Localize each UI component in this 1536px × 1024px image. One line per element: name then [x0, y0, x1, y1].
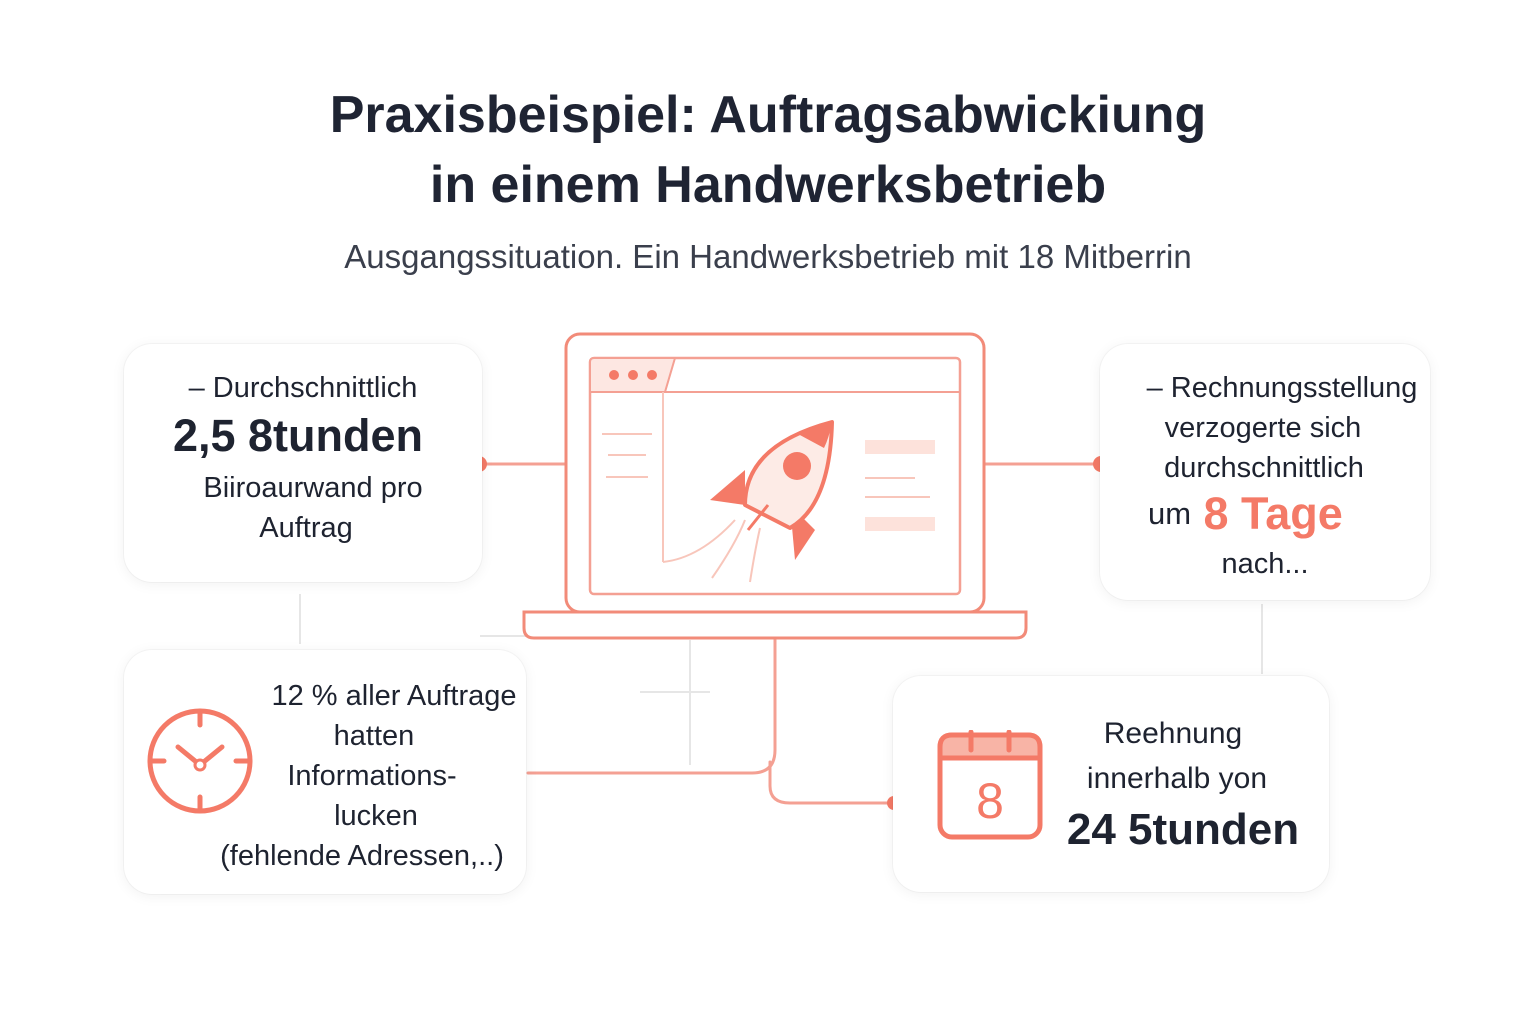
stat-card-information-gaps: 12 % aller Auftrage hatten Informations-… — [124, 650, 526, 894]
card-highlight-row: um 8 Tage — [1148, 488, 1343, 540]
card-text: durchschnittlich — [1164, 452, 1364, 484]
page-title: Praxisbeispiel: Auftragsabwickiung in ei… — [0, 80, 1536, 220]
card-highlight: 2,5 8tunden — [172, 410, 424, 461]
card-text: 12 % aller Auftrage — [271, 680, 517, 712]
card-text: nach... — [1221, 548, 1309, 580]
card-text: Informations- — [287, 760, 457, 792]
card-text: – Rechnungsstellung — [1146, 372, 1418, 404]
stat-card-admin-effort: – Durchschnittlich 2,5 8tunden Biiroaurw… — [124, 344, 482, 582]
card-text: Auftrag — [259, 512, 353, 544]
card-highlight: 24 5tunden — [1066, 805, 1300, 854]
stat-card-invoice-time: 8 Reehnung innerhalb yon 24 5tunden — [893, 676, 1329, 892]
card-text: (fehlende Adressen,..) — [220, 840, 504, 872]
calendar-icon: 8 — [937, 730, 1043, 840]
card-text: verzogerte sich — [1164, 412, 1362, 444]
laptop-rocket-icon — [522, 332, 1028, 640]
card-text: innerhalb yon — [1086, 762, 1268, 795]
title-line-1: Praxisbeispiel: Auftragsabwickiung — [329, 86, 1207, 144]
card-text: Biiroaurwand pro — [203, 472, 423, 504]
card-text: hatten — [333, 720, 415, 752]
title-line-2: in einem Handwerksbetrieb — [429, 156, 1107, 214]
stat-card-invoice-delay: – Rechnungsstellung verzogerte sich durc… — [1100, 344, 1430, 600]
card-highlight: 8 Tage — [1203, 488, 1343, 539]
calendar-number: 8 — [976, 773, 1004, 829]
page-subtitle: Ausgangssituation. Ein Handwerksbetrieb … — [344, 238, 1192, 275]
card-text: – Durchschnittlich — [188, 372, 418, 404]
card-text: Reehnung — [1103, 717, 1243, 750]
clock-icon — [147, 708, 253, 814]
card-text: um — [1148, 496, 1192, 531]
card-text: lucken — [334, 800, 418, 832]
